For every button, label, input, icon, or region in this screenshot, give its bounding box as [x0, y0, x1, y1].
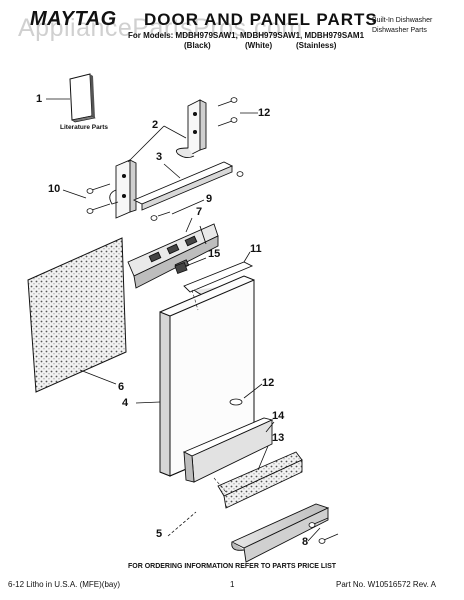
- variant-white: (White): [245, 41, 273, 50]
- foam-strip: [217, 451, 303, 509]
- screws-upper: [217, 97, 238, 127]
- screw-lower: [229, 398, 243, 406]
- panel-bracket-bar: [132, 161, 234, 211]
- callout-1: 1: [36, 93, 43, 105]
- left-hinge-bracket: [109, 159, 137, 219]
- watermark: AppliancePartsPros.com: [18, 14, 303, 42]
- page-number: 1: [230, 580, 235, 589]
- toe-kick-panel: [230, 503, 330, 563]
- callout-14: 14: [272, 410, 285, 422]
- litho-info: 6-12 Litho in U.S.A. (MFE)(bay): [8, 580, 121, 589]
- callout-9: 9: [206, 193, 213, 205]
- callout-11: 11: [250, 243, 262, 255]
- callout-15: 15: [208, 248, 221, 260]
- insulation-panel: [27, 237, 127, 393]
- callout-7: 7: [196, 206, 203, 218]
- callout-5: 5: [156, 528, 163, 540]
- callout-13: 13: [272, 432, 285, 444]
- part-number: Part No. W10516572 Rev. A: [336, 580, 436, 589]
- callout-8: 8: [302, 536, 309, 548]
- page-title: DOOR AND PANEL PARTS: [144, 10, 378, 29]
- literature-booklet: [69, 73, 96, 123]
- models-line: For Models: MDBH979SAW1, MDBH979SAW1, MD…: [128, 31, 365, 40]
- right-hinge-bracket: [175, 99, 207, 159]
- clip-part: [174, 262, 188, 274]
- outer-door-panel: [159, 275, 255, 477]
- header-right-line1: Built-In Dishwasher: [372, 17, 433, 24]
- callout-3: 3: [156, 151, 163, 163]
- header-right-line2: Dishwasher Parts: [372, 27, 427, 34]
- variant-stainless: (Stainless): [296, 41, 337, 50]
- literature-parts-label: Literature Parts: [60, 124, 109, 131]
- kickplate-upper: [182, 417, 274, 483]
- screws-bottom: [308, 517, 339, 544]
- callout-2: 2: [152, 119, 159, 131]
- brand-logo: MAYTAG: [30, 8, 117, 30]
- screws-bar: [150, 171, 244, 221]
- callout-10: 10: [48, 183, 61, 195]
- screws-left: [86, 183, 111, 214]
- callout-4: 4: [122, 397, 129, 409]
- callout-12-lower: 12: [262, 377, 275, 389]
- variant-black: (Black): [184, 41, 211, 50]
- callout-6: 6: [118, 381, 125, 393]
- ordering-info: FOR ORDERING INFORMATION REFER TO PARTS …: [127, 563, 337, 570]
- callout-12-upper: 12: [258, 107, 271, 119]
